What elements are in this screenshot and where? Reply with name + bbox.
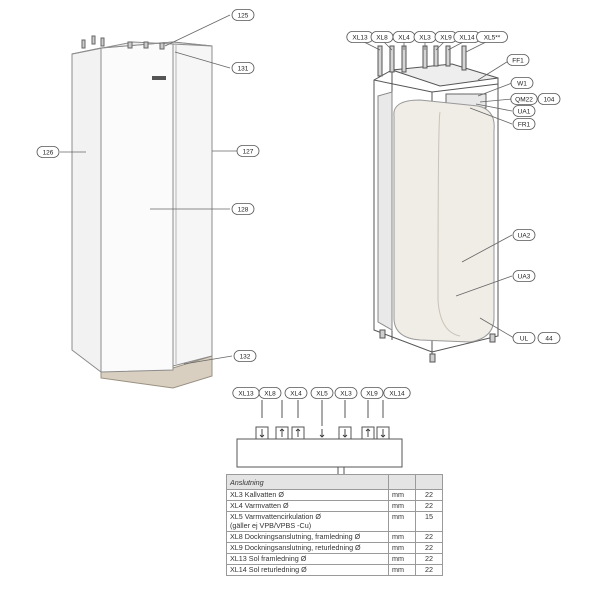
row-value: 22 [415,531,443,543]
callout-label: 125 [231,9,255,21]
callout-text: XL4 [290,390,302,397]
callout-label: XL4 [392,31,416,43]
row-description: XL4 Varmvatten Ø [226,500,389,512]
callout-label: XL8 [258,387,282,399]
row-unit: mm [388,511,416,532]
callout-label: XL9 [360,387,384,399]
row-value: 22 [415,500,443,512]
callout-label: XL4 [284,387,308,399]
row-description: XL14 Sol returledning Ø [226,564,389,576]
callout-text: UA3 [518,273,531,280]
callout-label: FR1 [512,118,536,130]
callout-label: 104 [537,93,561,105]
row-description: XL13 Sol framledning Ø [226,553,389,565]
callout-label: 44 [537,332,561,344]
callout-label: XL3 [334,387,358,399]
callout-text: UA2 [518,232,531,239]
callout-label: 126 [36,146,60,158]
callout-label: XL5 [310,387,334,399]
callout-label: 132 [233,350,257,362]
callout-text: FR1 [518,121,531,128]
row-description: XL3 Kallvatten Ø [226,489,389,501]
callout-label: XL8 [370,31,394,43]
row-unit: mm [388,500,416,512]
callout-text: 104 [544,96,555,103]
table-row: XL13 Sol framledning Ø mm 22 [226,553,443,565]
callout-label: UA1 [512,105,536,117]
callout-text: XL13 [352,34,368,41]
row-value: 15 [415,511,443,532]
callout-label: QM22 [510,93,538,105]
cabinet-open-view [373,45,499,363]
table-header-unit [388,474,416,490]
callout-label: XL5** [476,31,508,43]
row-value: 22 [415,564,443,576]
callout-label: UL [512,332,536,344]
callout-label: XL3 [413,31,437,43]
callout-text: 44 [545,335,553,342]
row-unit: mm [388,553,416,565]
callout-text: XL14 [459,34,475,41]
callout-text: 125 [238,12,249,19]
callout-text: XL4 [398,34,410,41]
cabinet-closed-view [71,35,213,389]
row-description: XL5 Varmvattencirkulation Ø (gäller ej V… [226,511,389,532]
table-row: XL8 Dockningsanslutning, framledning Ø m… [226,531,443,543]
row-unit: mm [388,489,416,501]
callout-label: UA3 [512,270,536,282]
table-row: XL14 Sol returledning Ø mm 22 [226,564,443,576]
row-unit: mm [388,531,416,543]
callout-label: XL13 [346,31,374,43]
callout-text: XL9 [440,34,452,41]
callout-text: QM22 [515,96,533,103]
callout-text: UL [520,335,529,342]
callout-text: FF1 [512,57,524,64]
callout-text: XL5 [316,390,328,397]
callout-text: XL3 [419,34,431,41]
callout-text: XL8 [264,390,276,397]
connection-diagram [236,400,403,476]
callout-text: XL8 [376,34,388,41]
table-header-value [415,474,443,490]
callout-text: XL3 [340,390,352,397]
table-header: Anslutning [226,474,389,490]
row-value: 22 [415,553,443,565]
callout-text: XL9 [366,390,378,397]
callout-label: W1 [510,77,534,89]
callout-text: XL14 [389,390,405,397]
table-row: XL9 Dockningsanslutning, returledning Ø … [226,542,443,554]
row-value: 22 [415,542,443,554]
table-header-row: Anslutning [226,474,443,490]
callout-label: XL14 [383,387,411,399]
callout-label: UA2 [512,229,536,241]
row-description: XL8 Dockningsanslutning, framledning Ø [226,531,389,543]
callout-text: 126 [43,149,54,156]
callout-text: 127 [243,148,254,155]
callout-text: W1 [517,80,527,87]
row-description: XL9 Dockningsanslutning, returledning Ø [226,542,389,554]
callout-text: XL13 [238,390,254,397]
callout-label: 127 [236,145,260,157]
row-unit: mm [388,542,416,554]
callout-label: FF1 [506,54,530,66]
table-row: XL3 Kallvatten Ø mm 22 [226,489,443,501]
table-row: XL4 Varmvatten Ø mm 22 [226,500,443,512]
connection-table: Anslutning XL3 Kallvatten Ø mm 22 XL4 Va… [226,474,443,576]
callout-text: 131 [238,65,249,72]
callout-label: 131 [231,62,255,74]
callout-label: XL13 [232,387,260,399]
table-row: XL5 Varmvattencirkulation Ø (gäller ej V… [226,511,443,532]
callout-text: UA1 [518,108,531,115]
callout-label: 128 [231,203,255,215]
callout-text: 132 [240,353,251,360]
callout-text: 128 [238,206,249,213]
row-unit: mm [388,564,416,576]
row-value: 22 [415,489,443,501]
callout-text: XL5** [484,34,501,41]
